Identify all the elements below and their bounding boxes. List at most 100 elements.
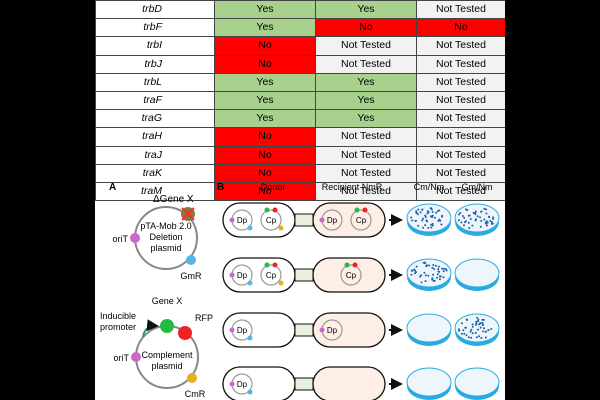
- colony-dot: [461, 215, 464, 217]
- colony-dot: [457, 219, 460, 222]
- inducible-label-2: promoter: [100, 322, 136, 332]
- colony-dot: [492, 216, 495, 219]
- plate-surface: [406, 367, 452, 397]
- colony-dot: [425, 219, 428, 222]
- colony-dot: [431, 266, 434, 269]
- colony-dot: [483, 327, 485, 330]
- donor-dp-label: Dp: [237, 216, 248, 225]
- colony-dot: [475, 322, 478, 325]
- plate-surface: [454, 367, 500, 397]
- result-cell: Not Tested: [416, 72, 505, 92]
- promoter-arrow-icon: [142, 319, 159, 338]
- recipient-cp-label: Cp: [356, 216, 367, 225]
- complement-label-2: plasmid: [151, 361, 182, 371]
- colony-dot: [431, 216, 434, 219]
- colony-dot: [475, 323, 478, 326]
- gene-cell: trbD: [95, 0, 215, 20]
- colony-dot: [420, 274, 423, 277]
- result-cell: Not Tested: [315, 54, 417, 74]
- colony-dot: [467, 336, 470, 339]
- gene-x-dot: [344, 262, 350, 268]
- cmr-label: CmR: [185, 389, 206, 399]
- orit-dot: [229, 272, 235, 278]
- orit-dot: [229, 217, 235, 223]
- result-cell: Yes: [315, 72, 417, 92]
- colony-dot: [415, 210, 418, 213]
- result-cell: Not Tested: [416, 181, 505, 202]
- gene-cell: traF: [95, 90, 215, 111]
- plate-surface: [406, 258, 452, 288]
- orit-dot: [229, 381, 235, 387]
- colony-dot: [480, 219, 483, 222]
- colony-dot: [468, 227, 471, 229]
- orit-label-2: oriT: [114, 353, 130, 363]
- result-cell: Not Tested: [416, 90, 505, 111]
- gene-x-dot: [264, 262, 270, 268]
- colony-dot: [441, 267, 444, 270]
- plate-col2-header: Gm/Nm: [462, 182, 493, 192]
- colony-dot: [481, 318, 484, 321]
- gene-x-dot: [264, 207, 270, 213]
- colony-dot: [460, 221, 463, 224]
- result-cell: No: [214, 181, 316, 202]
- recipient-dp-label: Dp: [327, 216, 338, 225]
- colony-dot: [430, 223, 433, 226]
- colony-dot: [484, 221, 487, 224]
- colony-dot: [431, 224, 434, 227]
- colony-dot: [437, 270, 440, 273]
- colony-dot: [442, 276, 445, 279]
- colony-dot: [431, 278, 434, 281]
- colony-dot: [475, 336, 478, 339]
- gene-cell: trbF: [95, 18, 215, 38]
- colony-dot: [490, 222, 493, 225]
- recipient-cell: [312, 366, 386, 400]
- colony-dot: [482, 318, 485, 321]
- colony-dot: [440, 223, 443, 226]
- colony-dot: [463, 224, 465, 227]
- colony-dot: [488, 216, 491, 219]
- deletion-label-1: pTA-Mob 2.0: [140, 221, 191, 231]
- panel-a-letter: A: [109, 182, 116, 193]
- colony-dot: [474, 219, 477, 222]
- donor-dp-label: Dp: [237, 380, 248, 389]
- result-cell: No: [315, 18, 417, 38]
- result-cell: No: [214, 145, 316, 165]
- colony-dot: [482, 323, 484, 326]
- rfp-marker: [178, 326, 192, 340]
- orit-dot: [319, 327, 325, 333]
- result-cell: Yes: [315, 0, 417, 20]
- colony-dot: [431, 222, 434, 225]
- colony-dot: [471, 224, 474, 227]
- orit-marker: [130, 233, 140, 243]
- colony-dot: [471, 332, 474, 335]
- donor-cp-label: Cp: [266, 271, 277, 280]
- deletion-title: ΔGene X: [153, 194, 194, 205]
- gene-cell: traH: [95, 127, 215, 147]
- colony-dot: [422, 217, 425, 220]
- colony-dot: [424, 280, 427, 283]
- result-cell: Not Tested: [315, 36, 417, 56]
- colony-dot: [437, 268, 440, 271]
- plate-col1-header: Cm/Nm: [414, 182, 445, 192]
- colony-dot: [436, 273, 439, 276]
- plate-surface: [406, 313, 452, 343]
- plate-surface: [454, 203, 500, 233]
- colony-dot: [426, 212, 429, 215]
- colony-dot: [410, 269, 413, 272]
- colony-dot: [421, 219, 424, 222]
- conjugation-bridge: [294, 268, 314, 282]
- colony-dot: [484, 336, 487, 339]
- colony-dot: [415, 211, 418, 214]
- colony-dot: [422, 226, 425, 229]
- result-cell: No: [214, 36, 316, 56]
- colony-dot: [471, 323, 474, 326]
- donor-dp-label: Dp: [237, 326, 248, 335]
